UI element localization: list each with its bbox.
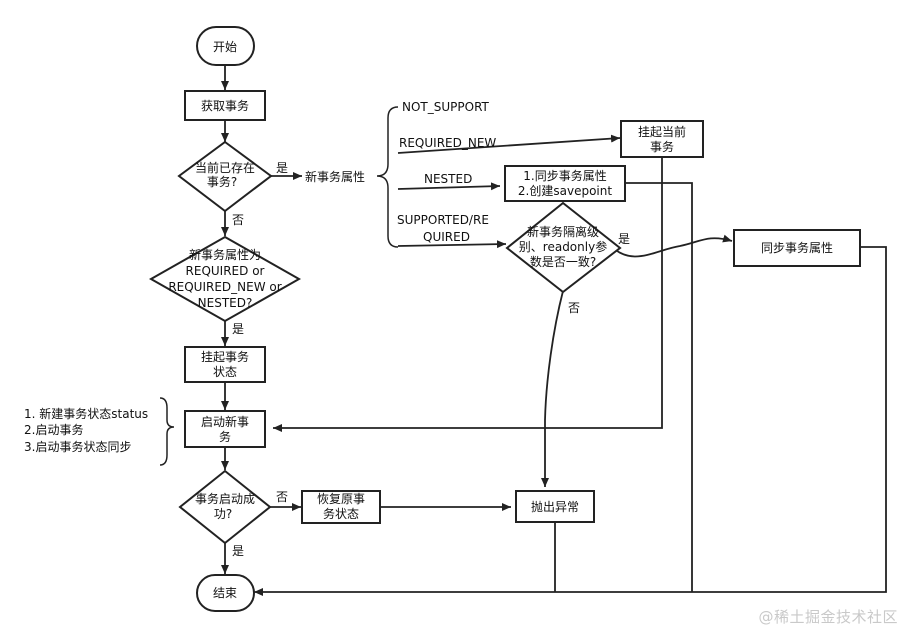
- sync-savepoint-box: [504, 165, 626, 202]
- tx-exists-label-1: 当前已存在: [195, 160, 255, 175]
- suspend-state-label-1: 挂起事务: [201, 349, 249, 364]
- isolation-yes: 是: [618, 232, 630, 246]
- note-line-3: 3.启动事务状态同步: [24, 439, 131, 454]
- opt-supported-2: QUIRED: [423, 230, 470, 244]
- suspend-state-box: [184, 346, 266, 383]
- opt-nested: NESTED: [424, 172, 472, 186]
- restore-state-box: [301, 490, 381, 524]
- start-success-decision: [178, 469, 272, 545]
- required-yes: 是: [232, 322, 244, 336]
- get-tx-box: [184, 90, 266, 121]
- restore-label-1: 恢复原事: [317, 492, 365, 506]
- end-label: 结束: [213, 586, 237, 600]
- notes-brace: [159, 397, 175, 466]
- opt-required-new: REQUIRED_NEW: [399, 136, 496, 150]
- suspend-current-label-2: 事务: [650, 139, 674, 154]
- start-success-no: 否: [276, 490, 288, 504]
- tx-exists-decision: [177, 140, 273, 213]
- required-label-2: REQUIRED or: [186, 264, 265, 278]
- start-label: 开始: [213, 40, 237, 54]
- start-new-tx-label-1: 启动新事: [201, 414, 249, 429]
- sync-attr-label: 同步事务属性: [761, 240, 833, 255]
- opt-supported-1: SUPPORTED/RE: [397, 213, 489, 227]
- start-success-label-2: 功?: [214, 507, 232, 521]
- suspend-current-label-1: 挂起当前: [638, 124, 686, 139]
- start-success-yes: 是: [232, 544, 244, 558]
- required-decision: [148, 235, 302, 323]
- tx-exists-yes: 是: [276, 161, 288, 175]
- restore-label-2: 务状态: [323, 506, 359, 521]
- isolation-no: 否: [568, 301, 580, 315]
- isolation-label-2: 别、readonly参: [519, 239, 607, 254]
- start-new-tx-label-2: 务: [219, 429, 231, 444]
- throw-box: [515, 490, 595, 523]
- get-tx-label: 获取事务: [201, 98, 249, 113]
- opt-not-support: NOT_SUPPORT: [402, 100, 490, 114]
- sync-savepoint-label-1: 1.同步事务属性: [523, 168, 606, 183]
- required-label-1: 新事务属性为: [189, 247, 261, 262]
- watermark: @稀土掘金技术社区: [758, 608, 898, 626]
- options-brace: [376, 106, 399, 248]
- throw-label: 抛出异常: [531, 499, 579, 514]
- tx-exists-no: 否: [232, 213, 244, 227]
- note-line-1: 1. 新建事务状态status: [24, 406, 148, 421]
- sync-attr-box: [733, 229, 861, 267]
- connectors: [221, 66, 887, 596]
- required-label-4: NESTED?: [198, 296, 253, 310]
- suspend-state-label-2: 状态: [213, 365, 237, 379]
- note-line-2: 2.启动事务: [24, 422, 83, 437]
- isolation-label-3: 数是否一致?: [530, 254, 596, 269]
- start-success-label-1: 事务启动成: [195, 491, 255, 506]
- new-tx-attr-label: 新事务属性: [305, 169, 365, 184]
- start-new-tx-box: [184, 410, 266, 448]
- tx-exists-label-2: 事务?: [207, 174, 237, 189]
- sync-savepoint-label-2: 2.创建savepoint: [518, 184, 612, 198]
- isolation-label-1: 新事务隔离级: [527, 224, 599, 239]
- required-label-3: REQUIRED_NEW or: [168, 280, 281, 294]
- isolation-decision: [505, 201, 622, 294]
- suspend-current-box: [620, 120, 704, 158]
- end-node: [196, 574, 255, 612]
- start-node: [196, 26, 255, 66]
